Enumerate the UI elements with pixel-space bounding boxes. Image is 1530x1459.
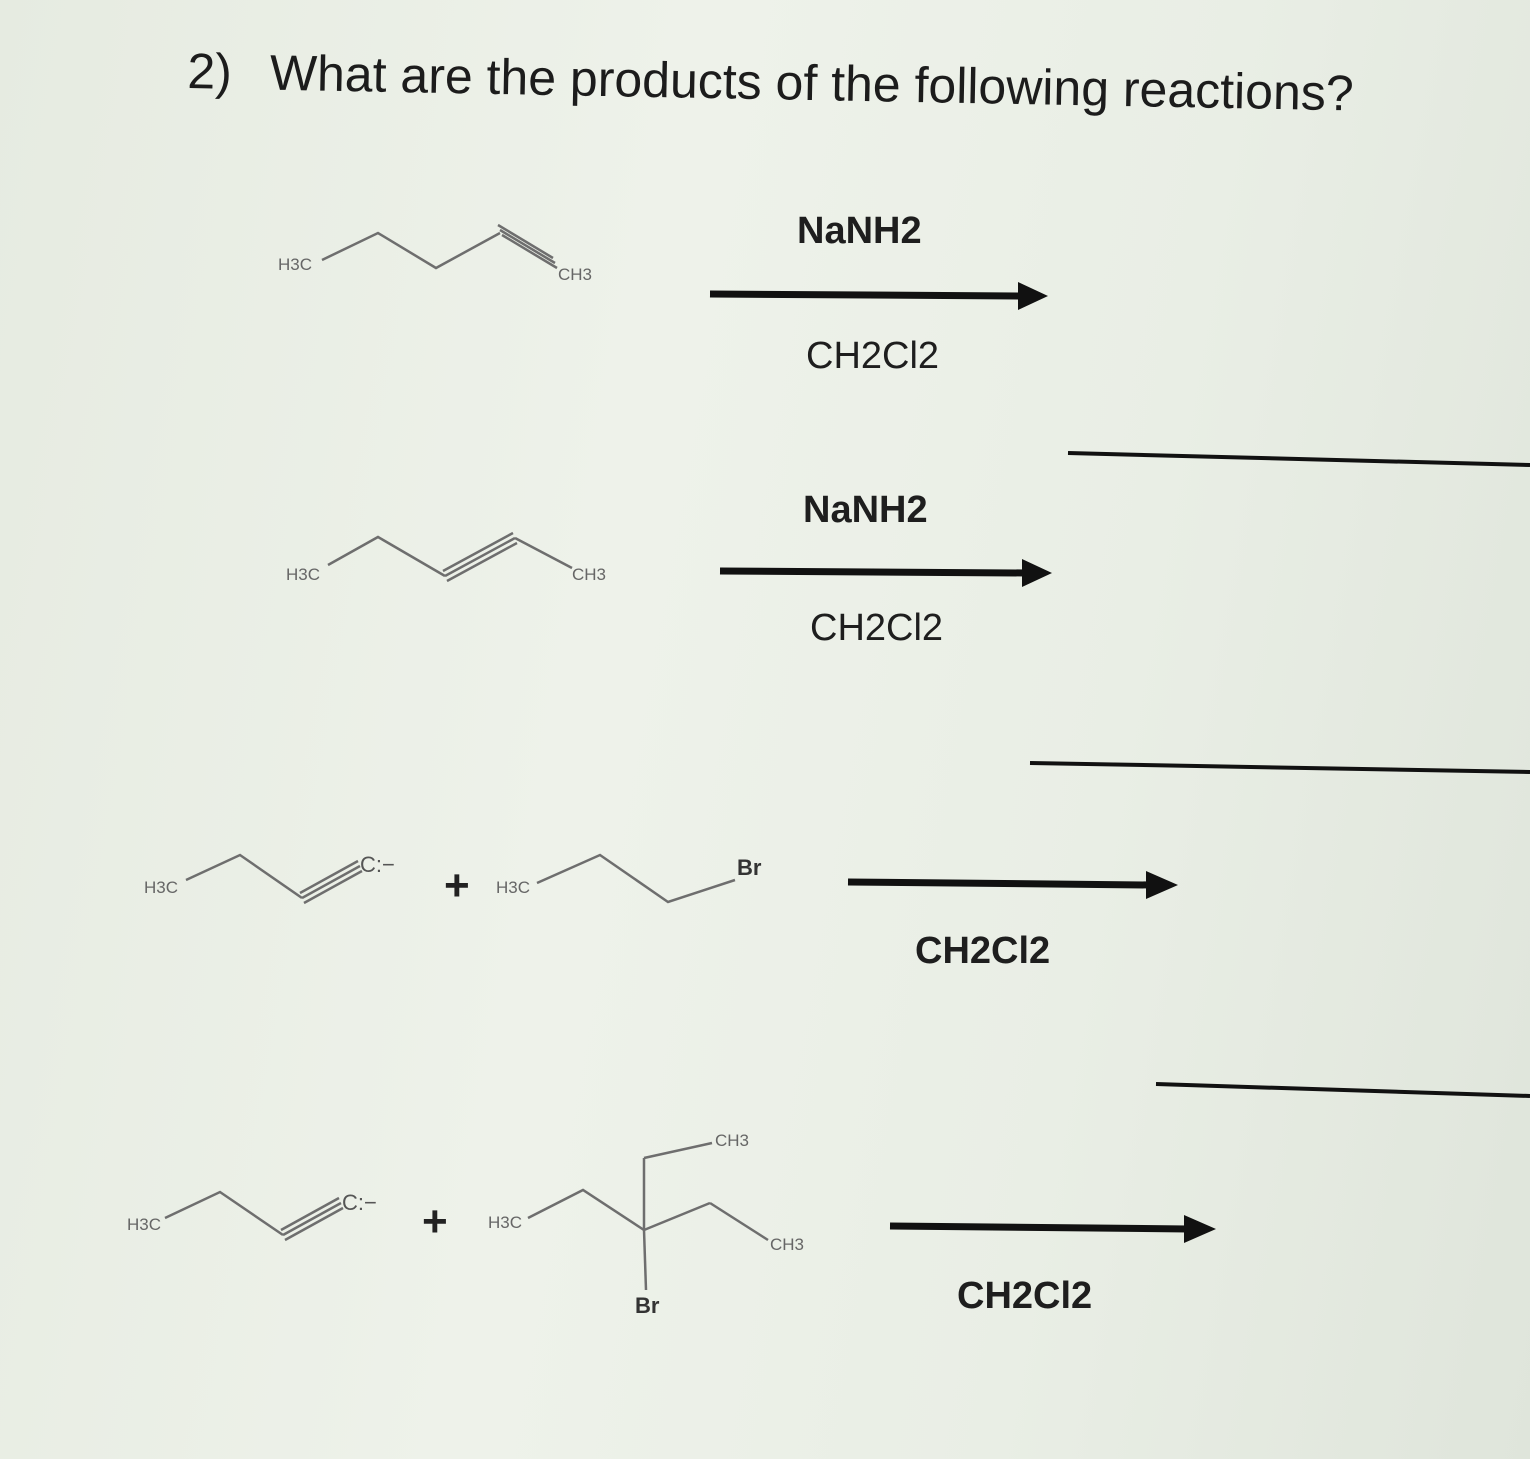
- r1-reagent-bottom: CH2Cl2: [806, 335, 939, 377]
- r2-left-group: H3C: [286, 565, 320, 584]
- reaction-3: H3C C:− + H3C Br CH2Cl2: [144, 852, 1530, 1098]
- r4a-anion: C:−: [342, 1190, 377, 1215]
- reaction-4: H3C C:− + H3C CH3 CH3 Br CH2Cl2: [127, 1131, 1216, 1318]
- r3a-left-group: H3C: [144, 878, 178, 897]
- r1-answer-line: [1067, 451, 1530, 467]
- reactant-3b-structure: H3C Br: [496, 853, 762, 904]
- r2-reagent-bottom: CH2Cl2: [810, 607, 943, 649]
- r1-right-group: CH3: [558, 265, 592, 284]
- r2-arrow: [719, 559, 1052, 587]
- r4-reagent-bottom: CH2Cl2: [957, 1275, 1092, 1317]
- reactant-2-structure: H3C CH3: [286, 531, 606, 584]
- r2-right-group: CH3: [572, 565, 606, 584]
- r4-arrow: [889, 1215, 1216, 1243]
- reactant-4a-structure: H3C C:−: [127, 1190, 377, 1242]
- r3b-left-group: H3C: [496, 878, 530, 897]
- r4a-left-group: H3C: [127, 1215, 161, 1234]
- r1-reagent-top: NaNH2: [797, 210, 922, 252]
- r3-plus: +: [444, 861, 470, 910]
- r4-plus: +: [422, 1197, 448, 1246]
- r4b-halide: Br: [635, 1293, 660, 1318]
- r4b-right-group: CH3: [770, 1235, 804, 1254]
- r3b-halide: Br: [737, 855, 762, 880]
- r1-arrow: [709, 282, 1048, 310]
- r2-reagent-top: NaNH2: [803, 489, 928, 531]
- r3-reagent-bottom: CH2Cl2: [915, 930, 1050, 972]
- r2-answer-line: [1029, 761, 1530, 774]
- reactant-3a-structure: H3C C:−: [144, 852, 395, 905]
- reactant-4b-structure: H3C CH3 CH3 Br: [488, 1131, 804, 1318]
- reaction-1: H3C CH3 NaNH2 CH2Cl2: [278, 210, 1530, 467]
- r1-left-group: H3C: [278, 255, 312, 274]
- reactant-1-structure: H3C CH3: [278, 223, 592, 284]
- reaction-2: H3C CH3 NaNH2 CH2Cl2: [286, 489, 1530, 774]
- r3a-anion: C:−: [360, 852, 395, 877]
- r3-arrow: [847, 871, 1178, 899]
- r4b-top-group: CH3: [715, 1131, 749, 1150]
- r3-answer-line: [1155, 1082, 1530, 1098]
- r4b-left-group: H3C: [488, 1213, 522, 1232]
